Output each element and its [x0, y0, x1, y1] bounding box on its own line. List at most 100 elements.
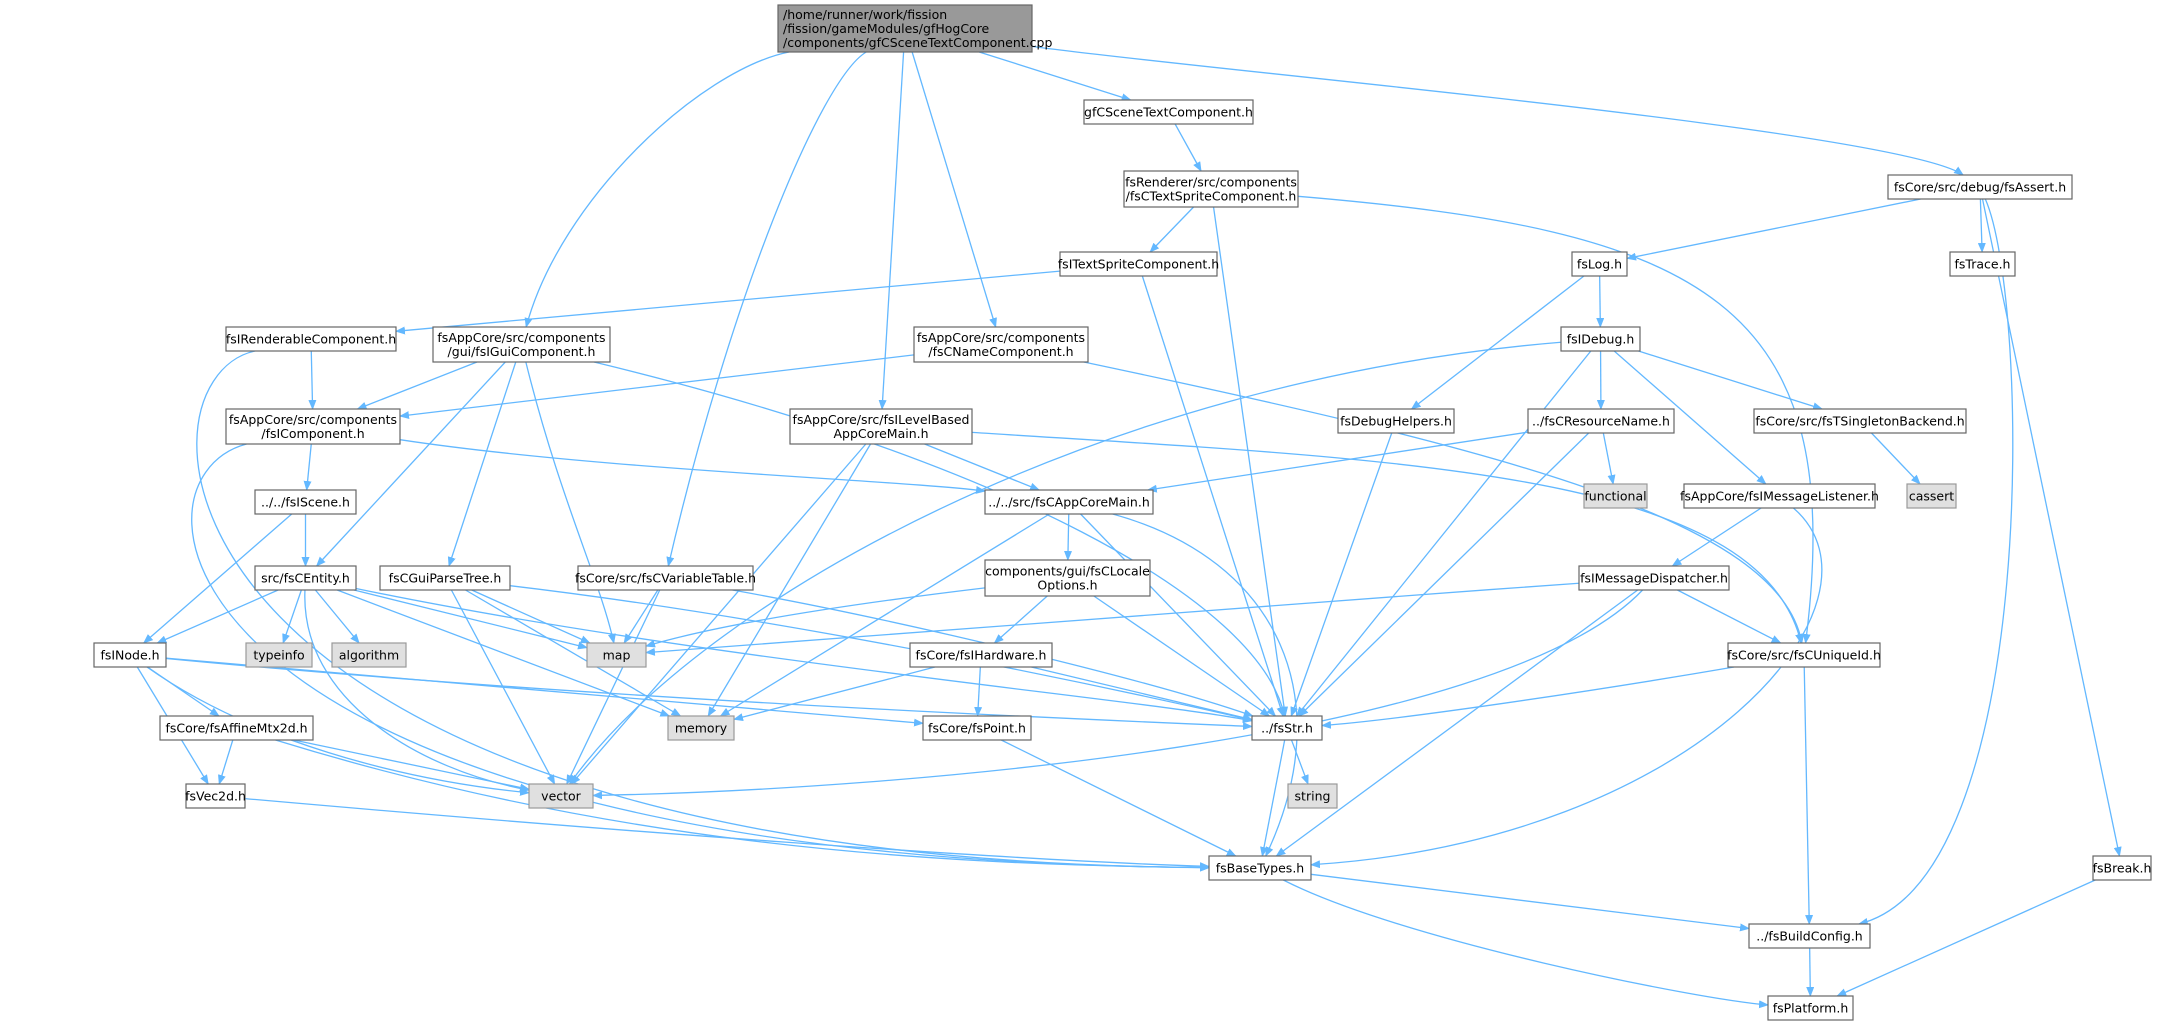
node-label-fsPoint-line-0: fsCore/fsPoint.h	[928, 721, 1026, 736]
node-fsPlatform[interactable]: fsPlatform.h	[1767, 995, 1854, 1021]
node-algorithm: algorithm	[331, 642, 407, 668]
node-box-functional	[1583, 483, 1648, 509]
node-box-fsTSingletonBackend	[1753, 408, 1967, 434]
edge-fsCNameComponent-to-fsIComponent	[399, 354, 915, 420]
edge-fsBreak-to-fsPlatform	[1836, 879, 2096, 997]
node-label-fsCLocaleOptions-line-1: Options.h	[1037, 578, 1097, 593]
edge-root-to-gfCSceneTextComponent	[978, 51, 1132, 102]
node-fsCEntity[interactable]: src/fsCEntity.h	[254, 565, 357, 591]
node-gfCSceneTextComponent[interactable]: gfCSceneTextComponent.h	[1083, 99, 1254, 125]
node-fsAffineMtx2d[interactable]: fsCore/fsAffineMtx2d.h	[159, 715, 314, 741]
node-box-vector	[528, 783, 594, 809]
node-label-fsCGuiParseTree-line-0: fsCGuiParseTree.h	[389, 571, 502, 586]
edge-fsIGuiComponent-to-fsCEntity	[315, 361, 506, 567]
edge-fsBaseTypes-to-fsBuildConfig	[1310, 873, 1750, 932]
node-box-fsAssert	[1887, 174, 2073, 200]
node-fsLog[interactable]: fsLog.h	[1571, 251, 1628, 277]
node-label-gfCSceneTextComponent-line-0: gfCSceneTextComponent.h	[1084, 105, 1253, 120]
edge-fsAffineMtx2d-to-fsBaseTypes	[275, 739, 1210, 872]
edge-fsBaseTypes-to-fsPlatform	[1283, 879, 1769, 1009]
node-label-root-line-0: /home/runner/work/fission	[783, 7, 947, 22]
edge-fsIGuiComponent-to-fsCGuiParseTree	[447, 361, 517, 567]
node-label-fsBaseTypes-line-0: fsBaseTypes.h	[1216, 861, 1304, 876]
node-box-fsIMessageDispatcher	[1578, 565, 1730, 591]
node-fsCNameComponent[interactable]: fsAppCore/src/components/fsCNameComponen…	[913, 326, 1089, 363]
node-fsIDebug[interactable]: fsIDebug.h	[1560, 326, 1641, 352]
edge-fsCAppCoreMain-to-memory	[719, 513, 1050, 717]
node-label-fsVec2d-line-0: fsVec2d.h	[185, 789, 246, 804]
edge-fsCVariableTable-to-map	[623, 589, 659, 644]
node-label-fsCTextSpriteComponent-line-0: fsRenderer/src/components	[1125, 175, 1297, 190]
edge-fsCEntity-to-vector	[304, 589, 530, 793]
edge-fsIRenderableComponent-to-fsBaseTypes	[196, 350, 1210, 872]
edge-fsCResourceName-to-functional	[1602, 432, 1616, 485]
node-fsCUniqueId[interactable]: fsCore/src/fsCUniqueId.h	[1727, 642, 1881, 668]
node-fsAssert[interactable]: fsCore/src/debug/fsAssert.h	[1887, 174, 2073, 200]
node-fsTSingletonBackend[interactable]: fsCore/src/fsTSingletonBackend.h	[1753, 408, 1967, 434]
node-label-root-line-2: /components/gfCSceneTextComponent.cpp	[783, 35, 1052, 50]
node-fsCAppCoreMain[interactable]: ../../src/fsCAppCoreMain.h	[984, 489, 1154, 515]
edge-fsAssert-to-fsBreak	[1981, 198, 2122, 857]
node-box-fsIDebug	[1560, 326, 1641, 352]
node-memory: memory	[667, 715, 735, 741]
edge-fsILevelBasedAppCoreMain-to-fsCAppCoreMain	[924, 443, 1041, 491]
node-fsIScene[interactable]: ../../fsIScene.h	[254, 489, 357, 515]
node-box-fsINode	[93, 642, 167, 668]
edge-fsITextSpriteComponent-to-fsIRenderableComponent	[395, 270, 1061, 335]
node-box-fsILevelBasedAppCoreMain	[789, 408, 973, 445]
node-fsIHardware[interactable]: fsCore/fsIHardware.h	[909, 642, 1053, 668]
node-fsCResourceName[interactable]: ../fsCResourceName.h	[1527, 408, 1675, 434]
node-label-fsCResourceName-line-0: ../fsCResourceName.h	[1532, 414, 1670, 429]
node-fsPoint[interactable]: fsCore/fsPoint.h	[922, 715, 1032, 741]
edge-fsAssert-to-fsLog	[1626, 198, 1921, 261]
edge-fsIRenderableComponent-to-fsIComponent	[308, 350, 317, 410]
edge-fsITextSpriteComponent-to-fsStr	[1141, 275, 1285, 717]
node-label-functional-line-0: functional	[1584, 489, 1646, 504]
edge-fsIHardware-to-fsPoint	[974, 666, 983, 717]
node-label-fsPlatform-line-0: fsPlatform.h	[1773, 1001, 1849, 1016]
node-fsITextSpriteComponent[interactable]: fsITextSpriteComponent.h	[1058, 251, 1219, 277]
node-box-fsCGuiParseTree	[379, 565, 511, 591]
node-label-vector-line-0: vector	[541, 789, 582, 804]
node-box-fsBaseTypes	[1208, 855, 1312, 881]
edge-fsVec2d-to-fsBaseTypes	[244, 797, 1210, 871]
edge-fsCUniqueId-to-fsStr	[1321, 666, 1735, 729]
edge-fsCLocaleOptions-to-fsStr	[1093, 595, 1271, 717]
node-fsIGuiComponent[interactable]: fsAppCore/src/components/gui/fsIGuiCompo…	[432, 326, 611, 363]
node-fsBuildConfig[interactable]: ../fsBuildConfig.h	[1748, 923, 1871, 949]
node-fsIRenderableComponent[interactable]: fsIRenderableComponent.h	[225, 326, 397, 352]
node-fsCTextSpriteComponent[interactable]: fsRenderer/src/components/fsCTextSpriteC…	[1123, 170, 1299, 208]
node-fsCGuiParseTree[interactable]: fsCGuiParseTree.h	[379, 565, 511, 591]
edge-gfCSceneTextComponent-to-fsCTextSpriteComponent	[1174, 123, 1202, 172]
node-box-fsIGuiComponent	[432, 326, 611, 363]
node-fsStr[interactable]: ../fsStr.h	[1251, 715, 1323, 741]
edge-fsIMessageDispatcher-to-fsCUniqueId	[1677, 589, 1782, 644]
edge-fsCEntity-to-typeinfo	[282, 589, 302, 644]
edge-fsAffineMtx2d-to-vector	[293, 739, 530, 792]
node-fsIMessageListener[interactable]: fsAppCore/fsIMessageListener.h	[1680, 483, 1879, 509]
edge-fsINode-to-vector	[146, 666, 530, 796]
node-fsBaseTypes[interactable]: fsBaseTypes.h	[1208, 855, 1312, 881]
node-box-fsITextSpriteComponent	[1059, 251, 1218, 277]
node-root[interactable]: /home/runner/work/fission/fission/gameMo…	[777, 4, 1052, 53]
edge-root-to-fsILevelBasedAppCoreMain	[878, 51, 905, 410]
node-fsVec2d[interactable]: fsVec2d.h	[185, 783, 246, 809]
node-fsIComponent[interactable]: fsAppCore/src/components/fsIComponent.h	[225, 408, 401, 445]
node-fsIMessageDispatcher[interactable]: fsIMessageDispatcher.h	[1578, 565, 1730, 591]
edge-fsIDebug-to-vector	[568, 341, 1562, 785]
node-box-fsBreak	[2092, 855, 2152, 881]
node-label-fsAffineMtx2d-line-0: fsCore/fsAffineMtx2d.h	[165, 721, 307, 736]
node-fsINode[interactable]: fsINode.h	[93, 642, 167, 668]
node-fsCVariableTable[interactable]: fsCore/src/fsCVariableTable.h	[575, 565, 756, 591]
edge-fsCTextSpriteComponent-to-fsStr	[1212, 206, 1289, 717]
edge-root-to-fsIGuiComponent	[524, 51, 790, 328]
node-fsBreak[interactable]: fsBreak.h	[2092, 855, 2152, 881]
node-box-fsIComponent	[225, 408, 401, 445]
node-label-fsILevelBasedAppCoreMain-line-0: fsAppCore/src/fsILevelBased	[793, 412, 970, 427]
node-fsDebugHelpers[interactable]: fsDebugHelpers.h	[1337, 408, 1455, 434]
node-fsTrace[interactable]: fsTrace.h	[1949, 251, 2016, 277]
node-box-fsCResourceName	[1527, 408, 1675, 434]
node-box-fsCTextSpriteComponent	[1123, 170, 1299, 208]
